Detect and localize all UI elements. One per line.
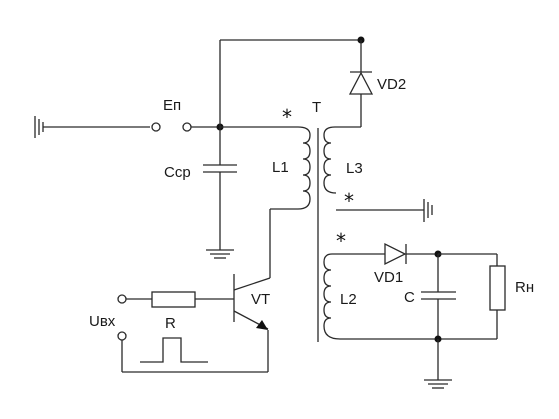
diode-vd2-label: VD2 xyxy=(377,76,406,93)
capacitor-filter-label: Сср xyxy=(164,164,191,181)
pulse-waveform xyxy=(140,337,208,363)
dot-l1: * xyxy=(282,105,292,129)
ground-symbol-cap xyxy=(206,249,234,259)
resistor-r xyxy=(151,291,196,308)
coil-l1 xyxy=(297,126,311,210)
ground-symbol-output xyxy=(424,379,452,389)
ground-symbol-l3 xyxy=(423,199,433,222)
coil-l2 xyxy=(323,253,360,340)
input-terminal-top xyxy=(117,294,127,304)
coil-l3-label: L3 xyxy=(346,160,363,177)
ground-symbol-left xyxy=(34,116,44,138)
wire-collector xyxy=(233,277,271,291)
transistor-emitter-arrow xyxy=(256,320,268,330)
resistor-load-label: Rн xyxy=(515,279,534,296)
supply-terminal-left xyxy=(151,122,161,132)
supply-terminal-right xyxy=(182,122,192,132)
diode-vd1 xyxy=(384,242,407,266)
input-terminal-bottom xyxy=(117,331,127,341)
dot-l3: * xyxy=(344,189,354,213)
input-label: Uвх xyxy=(89,313,116,330)
capacitor-filter xyxy=(203,164,237,173)
resistor-load xyxy=(489,265,506,311)
coil-l3 xyxy=(323,126,361,194)
capacitor-output-label: С xyxy=(404,289,415,306)
diode-vd2 xyxy=(348,40,374,120)
dot-l2: * xyxy=(336,229,346,253)
capacitor-output xyxy=(421,291,456,300)
supply-label: Еп xyxy=(163,97,181,114)
coil-l2-label: L2 xyxy=(340,291,357,308)
resistor-label: R xyxy=(165,315,176,332)
diode-vd1-label: VD1 xyxy=(374,269,403,286)
transformer-label: T xyxy=(312,99,321,116)
coil-l1-label: L1 xyxy=(272,159,289,176)
transistor-label: VT xyxy=(251,291,270,308)
